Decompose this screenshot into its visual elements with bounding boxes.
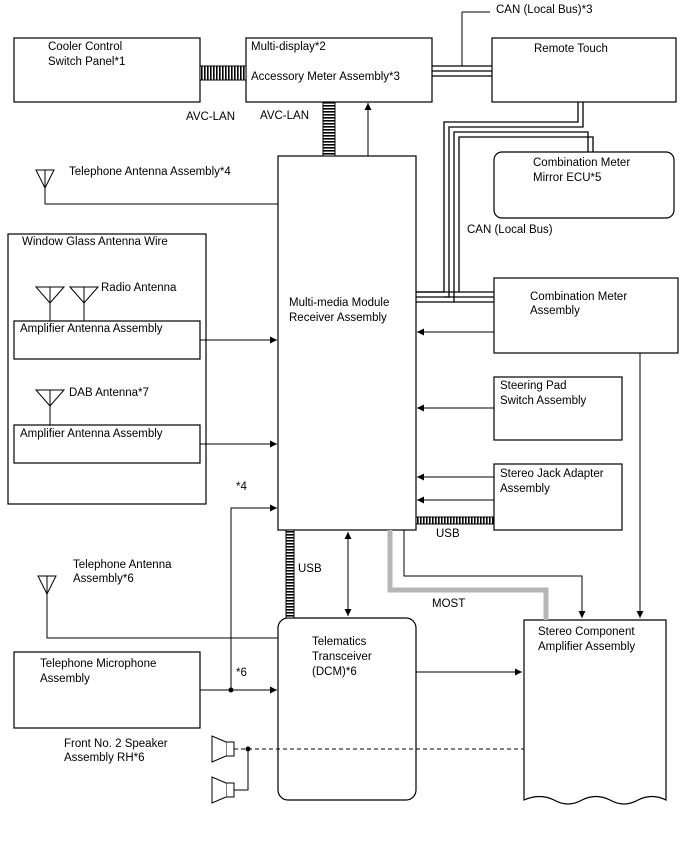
multi-display-label-2: Accessory Meter Assembly*3: [251, 71, 400, 83]
most-ring: [387, 530, 549, 620]
receiver-label-1: Multi-media Module: [289, 297, 389, 309]
usb-label-2: USB: [436, 528, 460, 540]
stereo-comp-label-1: Stereo Component: [538, 626, 635, 638]
avc-lan-bus-display: [322, 101, 336, 157]
junction-dot-speaker: [245, 746, 251, 752]
tel-antenna-4-label: Telephone Antenna Assembly*4: [69, 166, 231, 178]
front-speaker-label-1: Front No. 2 Speaker: [64, 738, 168, 750]
comb-mirror-label-2: Mirror ECU*5: [533, 172, 601, 184]
avc-lan-bus-cooler: [199, 65, 247, 81]
dab-antenna-icon: [34, 389, 66, 425]
receiver-box: Multi-media Module Receiver Assembly: [277, 155, 417, 531]
can-local-bus-label: CAN (Local Bus): [467, 224, 553, 236]
avc-lan-label-1: AVC-LAN: [186, 111, 235, 123]
combination-meter-mirror-box: Combination Meter Mirror ECU*5: [493, 151, 675, 219]
note4-to-receiver-arrow: [230, 504, 277, 690]
stereo-jack-label-1: Stereo Jack Adapter: [500, 468, 604, 480]
telematics-box: Telematics Transceiver (DCM)*6: [277, 617, 417, 801]
tel-antenna-6-label-1: Telephone Antenna: [73, 559, 172, 571]
radio-antenna-label: Radio Antenna: [101, 282, 177, 294]
cooler-control-box: Cooler Control Switch Panel*1: [13, 37, 201, 103]
multi-display-label-1: Multi-display*2: [251, 41, 326, 53]
window-glass-label: Window Glass Antenna Wire: [22, 236, 168, 248]
stereo-comp-label-2: Amplifier Assembly: [538, 641, 635, 653]
usb-bus-vertical: [285, 529, 295, 619]
avc-lan-label-2: AVC-LAN: [260, 110, 309, 122]
combination-meter-box: Combination Meter Assembly: [493, 277, 679, 354]
amp2-label: Amplifier Antenna Assembly: [20, 428, 163, 440]
comb-meter-label-2: Assembly: [530, 305, 580, 317]
amplifier-antenna-box-2: Amplifier Antenna Assembly: [13, 424, 201, 464]
multi-display-box: Multi-display*2 Accessory Meter Assembly…: [245, 37, 433, 103]
can-bus-receiver-meters: [416, 102, 594, 303]
speaker-icon-upper: [211, 735, 235, 763]
telephone-microphone-box: Telephone Microphone Assembly: [13, 651, 201, 729]
cooler-label-1: Cooler Control: [48, 41, 122, 53]
speaker-lower-wire: [234, 749, 249, 791]
dab-antenna-label: DAB Antenna*7: [69, 387, 149, 399]
can-bus-display-remote: [432, 11, 492, 77]
telematics-label-3: (DCM)*6: [312, 666, 357, 678]
comb-meter-label-1: Combination Meter: [530, 291, 627, 303]
telephone-antenna-icon: [35, 169, 55, 190]
junction-dot-mic: [228, 687, 234, 693]
front-speaker-label-2: Assembly RH*6: [64, 752, 145, 764]
speaker-icon-lower: [211, 776, 235, 804]
radio-antenna-icon-2: [68, 286, 100, 321]
stereo-jack-label-2: Assembly: [500, 483, 550, 495]
usb-label-1: USB: [298, 563, 322, 575]
remote-touch-label: Remote Touch: [534, 43, 608, 55]
amplifier-antenna-box-1: Amplifier Antenna Assembly: [13, 320, 201, 360]
most-label: MOST: [432, 598, 465, 610]
steering-label-2: Switch Assembly: [500, 395, 587, 407]
note-4-label: *4: [236, 481, 247, 493]
tel-mic-label-1: Telephone Microphone: [40, 658, 156, 670]
usb-bus-stereo-jack: [415, 516, 495, 525]
telematics-label-2: Transceiver: [312, 651, 372, 663]
cooler-label-2: Switch Panel*1: [48, 56, 125, 68]
stereo-component-box: Stereo Component Amplifier Assembly: [523, 619, 667, 805]
receiver-label-2: Receiver Assembly: [289, 312, 387, 324]
amp1-label: Amplifier Antenna Assembly: [20, 323, 163, 335]
tel-antenna6-wire: [46, 594, 278, 639]
radio-antenna-icon: [34, 286, 66, 321]
steering-pad-box: Steering Pad Switch Assembly: [493, 376, 623, 441]
telephone-antenna6-icon: [37, 575, 57, 596]
receiver-to-stereo-comp-arrow: [403, 530, 586, 618]
can-local-bus-3-label: CAN (Local Bus)*3: [496, 4, 593, 16]
tel-antenna-6-label-2: Assembly*6: [73, 573, 134, 585]
note-6-label: *6: [236, 667, 247, 679]
stereo-jack-box: Stereo Jack Adapter Assembly: [493, 463, 623, 531]
tel-antenna4-wire: [44, 188, 278, 205]
telematics-label-1: Telematics: [312, 636, 367, 648]
remote-touch-box: Remote Touch: [491, 37, 677, 103]
steering-label-1: Steering Pad: [500, 380, 567, 392]
tel-mic-label-2: Assembly: [40, 673, 90, 685]
comb-mirror-label-1: Combination Meter: [533, 157, 630, 169]
